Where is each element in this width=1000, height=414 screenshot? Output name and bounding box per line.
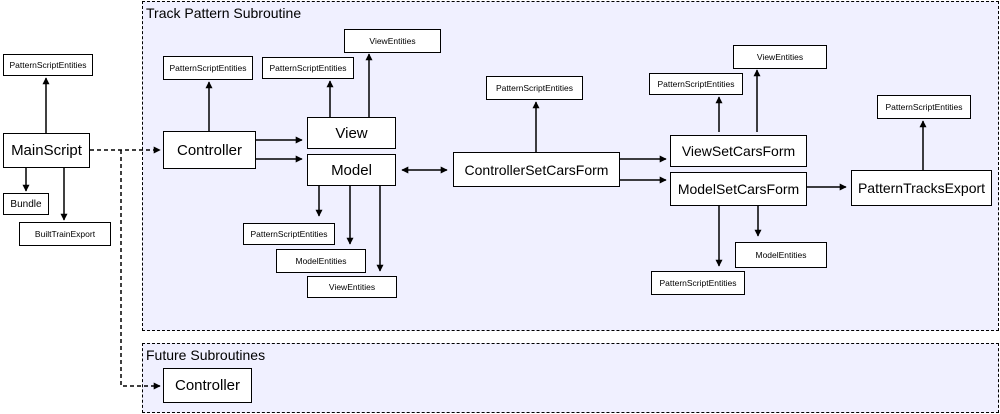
pattern-script-entities-model-box: PatternScriptEntities xyxy=(243,223,335,245)
future-subroutines-title: Future Subroutines xyxy=(146,347,266,363)
future-controller-box: Controller xyxy=(163,368,252,403)
pattern-script-entities-controller-box: PatternScriptEntities xyxy=(163,56,253,80)
view-entities-top-box: ViewEntities xyxy=(344,29,441,53)
view-entities-bottom-box: ViewEntities xyxy=(307,276,397,298)
model-entities-box: ModelEntities xyxy=(276,249,366,273)
track-pattern-subroutine-title: Track Pattern Subroutine xyxy=(146,5,302,21)
built-train-export-box: BuiltTrainExport xyxy=(19,222,111,246)
pattern-script-entities-mscf-box: PatternScriptEntities xyxy=(651,271,745,295)
bundle-box: Bundle xyxy=(3,193,49,215)
model-box: Model xyxy=(307,154,396,186)
future-subroutines-region xyxy=(142,343,999,413)
controller-set-cars-form-box: ControllerSetCarsForm xyxy=(453,152,620,187)
view-entities-vscf-box: ViewEntities xyxy=(733,45,827,69)
pattern-script-entities-pte-box: PatternScriptEntities xyxy=(877,95,971,119)
main-script-box: MainScript xyxy=(3,133,90,168)
controller-box: Controller xyxy=(163,131,256,169)
pattern-script-entities-main-box: PatternScriptEntities xyxy=(3,54,93,76)
pattern-script-entities-view-box: PatternScriptEntities xyxy=(262,57,354,79)
pattern-script-entities-csf-box: PatternScriptEntities xyxy=(486,76,583,100)
pattern-tracks-export-box: PatternTracksExport xyxy=(851,170,992,206)
view-set-cars-form-box: ViewSetCarsForm xyxy=(670,135,807,167)
model-entities-mscf-box: ModelEntities xyxy=(735,242,827,268)
pattern-script-entities-vscf-box: PatternScriptEntities xyxy=(649,73,743,95)
view-box: View xyxy=(307,117,396,149)
edge-mainscript-future-controller xyxy=(120,150,161,390)
model-set-cars-form-box: ModelSetCarsForm xyxy=(670,172,807,206)
